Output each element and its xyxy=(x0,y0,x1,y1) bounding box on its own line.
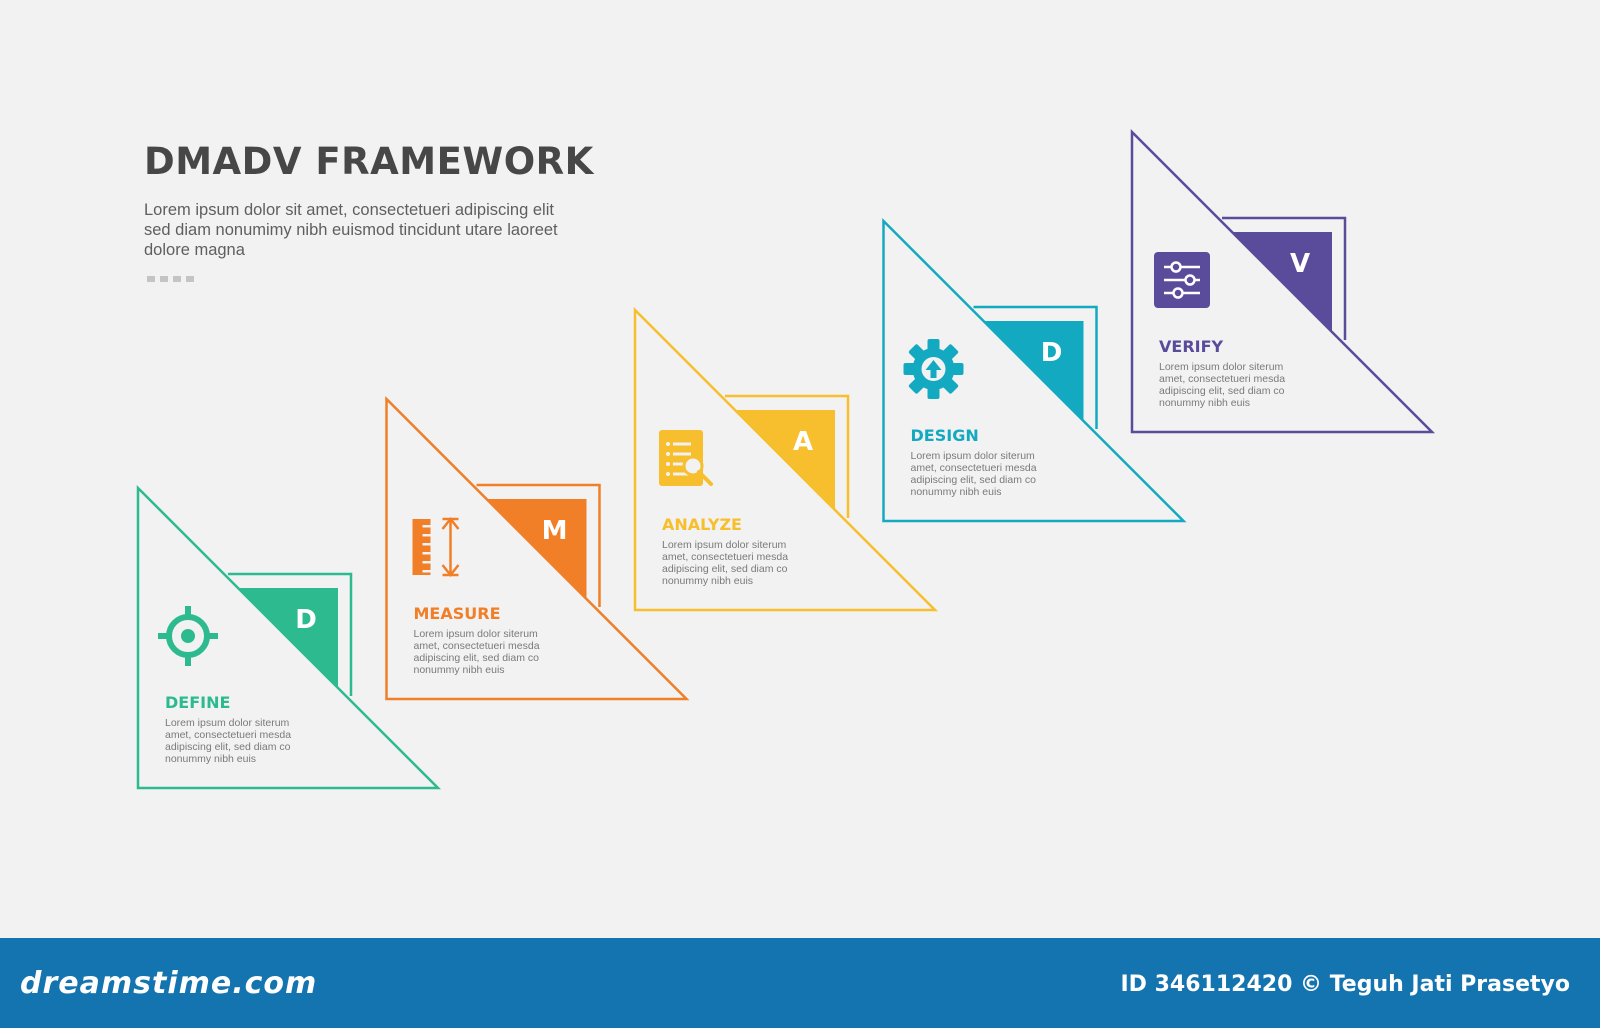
decorative-dots xyxy=(147,276,194,282)
step-description-line: amet, consectetueri mesda xyxy=(662,551,788,563)
step-description-line: amet, consectetueri mesda xyxy=(165,729,291,741)
step-name: DESIGN xyxy=(911,426,979,445)
sliders-icon xyxy=(1154,252,1210,308)
step-letter-badge xyxy=(1232,232,1332,332)
step-description-line: nonummy nibh euis xyxy=(911,486,1002,498)
step-description-line: Lorem ipsum dolor siterum xyxy=(911,450,1036,462)
page-description: Lorem ipsum dolor sit amet, consectetuer… xyxy=(144,201,558,259)
step-name: ANALYZE xyxy=(662,515,742,534)
image-credit: ID 346112420 © Teguh Jati Prasetyo xyxy=(1120,972,1571,997)
step-square-outline xyxy=(1222,216,1347,340)
target-icon xyxy=(158,606,218,666)
page-title: DMADV FRAMEWORK xyxy=(144,140,594,183)
step-letter-badge xyxy=(983,321,1084,421)
step-letter-badge xyxy=(238,588,338,688)
step-square-outline xyxy=(973,305,1098,429)
gear-upload-icon xyxy=(903,339,964,399)
step-letter: A xyxy=(793,427,813,457)
step-description-line: amet, consectetueri mesda xyxy=(911,462,1037,474)
step-letter: V xyxy=(1290,249,1310,279)
step-description-line: nonummy nibh euis xyxy=(414,664,505,676)
step-description-line: Lorem ipsum dolor siterum xyxy=(165,717,290,729)
step-description-line: adipiscing elit, sed diam co xyxy=(165,741,291,753)
step-description-line: nonummy nibh euis xyxy=(165,753,256,765)
step-description-line: Lorem ipsum dolor siterum xyxy=(662,539,787,551)
step-letter: M xyxy=(542,516,568,546)
step-name: DEFINE xyxy=(165,693,230,712)
step-square-outline xyxy=(228,572,353,696)
step-description-line: adipiscing elit, sed diam co xyxy=(414,652,540,664)
step-square-outline xyxy=(725,394,850,518)
step-description-line: Lorem ipsum dolor siterum xyxy=(1159,361,1284,373)
step-name: MEASURE xyxy=(414,604,501,623)
step-description-line: Lorem ipsum dolor siterum xyxy=(414,628,539,640)
step-description-line: nonummy nibh euis xyxy=(1159,397,1250,409)
step-description-line: nonummy nibh euis xyxy=(662,575,753,587)
step-letter-badge xyxy=(486,499,587,599)
step-description-line: adipiscing elit, sed diam co xyxy=(662,563,788,575)
step-name: VERIFY xyxy=(1159,337,1224,356)
document-search-icon xyxy=(659,430,713,486)
brand-logo: dreamstime.com xyxy=(20,966,318,1001)
step-description-line: adipiscing elit, sed diam co xyxy=(1159,385,1285,397)
step-description-line: amet, consectetueri mesda xyxy=(1159,373,1285,385)
footer-bar: dreamstime.com ID 346112420 © Teguh Jati… xyxy=(0,938,1600,1028)
step-description-line: amet, consectetueri mesda xyxy=(414,640,540,652)
ruler-measure-icon xyxy=(412,516,460,578)
step-letter: D xyxy=(295,605,317,635)
step-letter-badge xyxy=(735,410,835,510)
step-description-line: adipiscing elit, sed diam co xyxy=(911,474,1037,486)
step-square-outline xyxy=(476,483,601,607)
step-letter: D xyxy=(1041,338,1063,368)
